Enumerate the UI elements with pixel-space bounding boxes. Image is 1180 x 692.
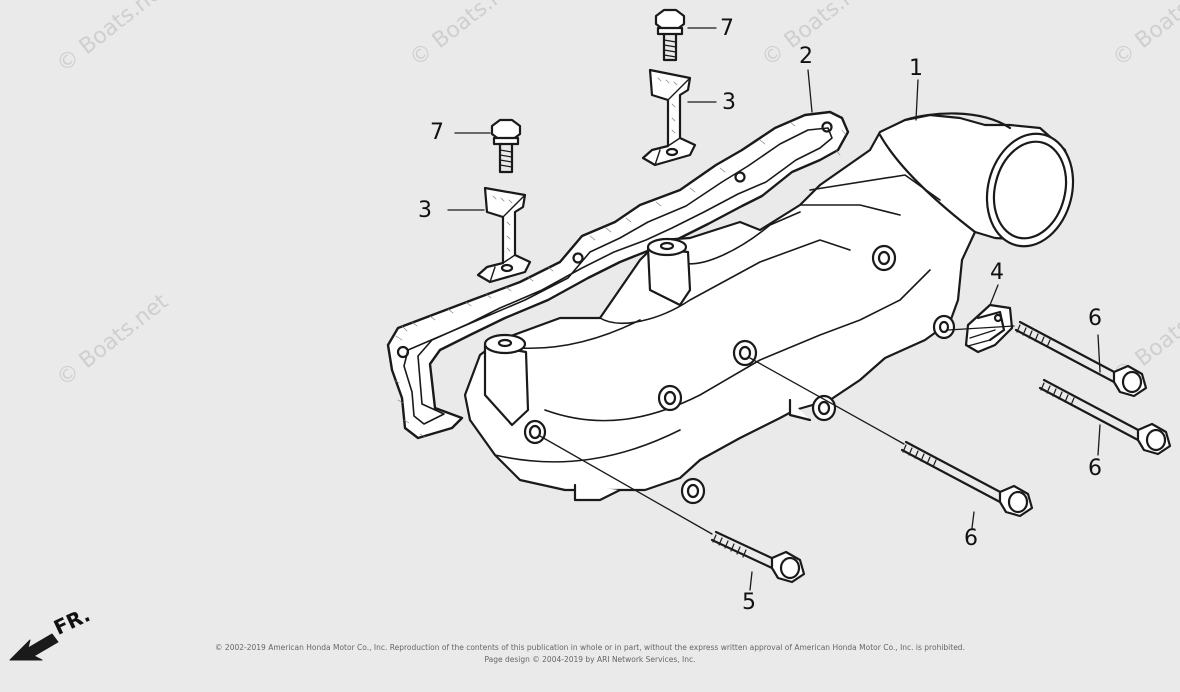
bolt-short-lower[interactable]	[490, 118, 522, 174]
callout-5: 5	[742, 590, 756, 615]
callout-7-upper: 7	[720, 16, 734, 41]
manifold-cover[interactable]	[463, 112, 1085, 505]
callout-3-lower: 3	[418, 198, 432, 223]
clip[interactable]	[964, 303, 1014, 354]
footer-page-design: Page design © 2004-2019 by ARI Network S…	[484, 655, 696, 664]
callout-6-lower: 6	[1088, 456, 1102, 481]
callout-2: 2	[799, 44, 813, 69]
bracket-lower[interactable]	[476, 186, 532, 284]
bolt-long-6-middle[interactable]	[900, 440, 1034, 518]
gasket[interactable]	[386, 110, 850, 440]
bolt-short-upper[interactable]	[654, 8, 686, 62]
callout-4: 4	[990, 260, 1004, 285]
callout-7-lower: 7	[430, 120, 444, 145]
callout-6-middle: 6	[964, 526, 978, 551]
footer-copyright: © 2002-2019 American Honda Motor Co., In…	[215, 643, 965, 652]
front-direction-arrow	[9, 633, 59, 661]
bolt-long-6-upper[interactable]	[1014, 320, 1148, 398]
callout-6-upper: 6	[1088, 306, 1102, 331]
bolt-long-5[interactable]	[710, 530, 806, 584]
callout-1: 1	[909, 56, 923, 81]
bolt-long-6-lower[interactable]	[1038, 378, 1172, 456]
leader-lines	[447, 27, 1101, 591]
bracket-upper[interactable]	[641, 68, 697, 167]
callout-3-upper: 3	[722, 90, 736, 115]
